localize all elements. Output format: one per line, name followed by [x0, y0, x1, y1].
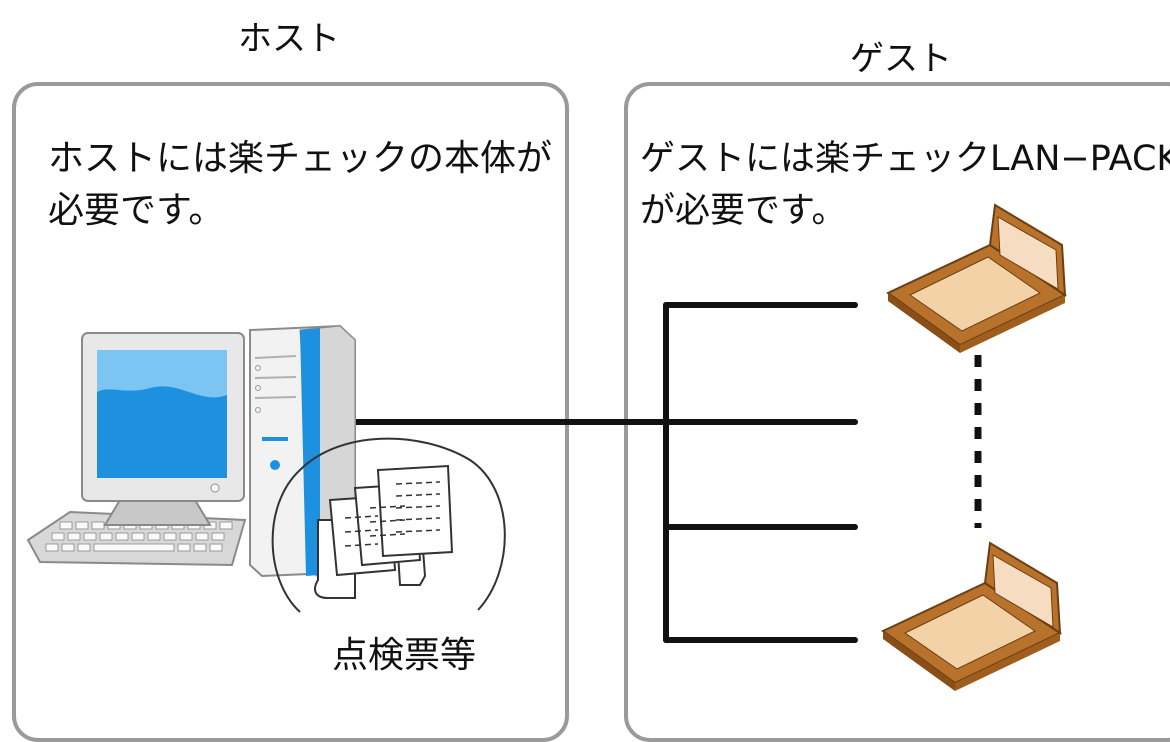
laptop-icon-2	[881, 541, 1063, 691]
guest-title: ゲスト	[850, 39, 952, 79]
guest-description: ゲストには楽チェックLAN−PACK が必要です。	[640, 133, 1170, 237]
documents-icon	[271, 437, 506, 613]
desktop-computer-icon	[26, 324, 356, 578]
network-diagram	[26, 203, 1068, 691]
guest-description-line1: ゲストには楽チェックLAN−PACK	[640, 139, 1170, 179]
laptop-icon-1	[886, 203, 1068, 353]
host-description-line1: ホストには楽チェックの本体が	[48, 138, 553, 179]
host-description: ホストには楽チェックの本体が 必要です。	[48, 133, 552, 237]
guest-description-line2: が必要です。	[640, 191, 847, 231]
host-description-line2: 必要です。	[48, 190, 225, 231]
papers-label: 点検票等	[332, 635, 477, 676]
host-title: ホスト	[238, 19, 340, 59]
network-lines	[352, 302, 858, 643]
